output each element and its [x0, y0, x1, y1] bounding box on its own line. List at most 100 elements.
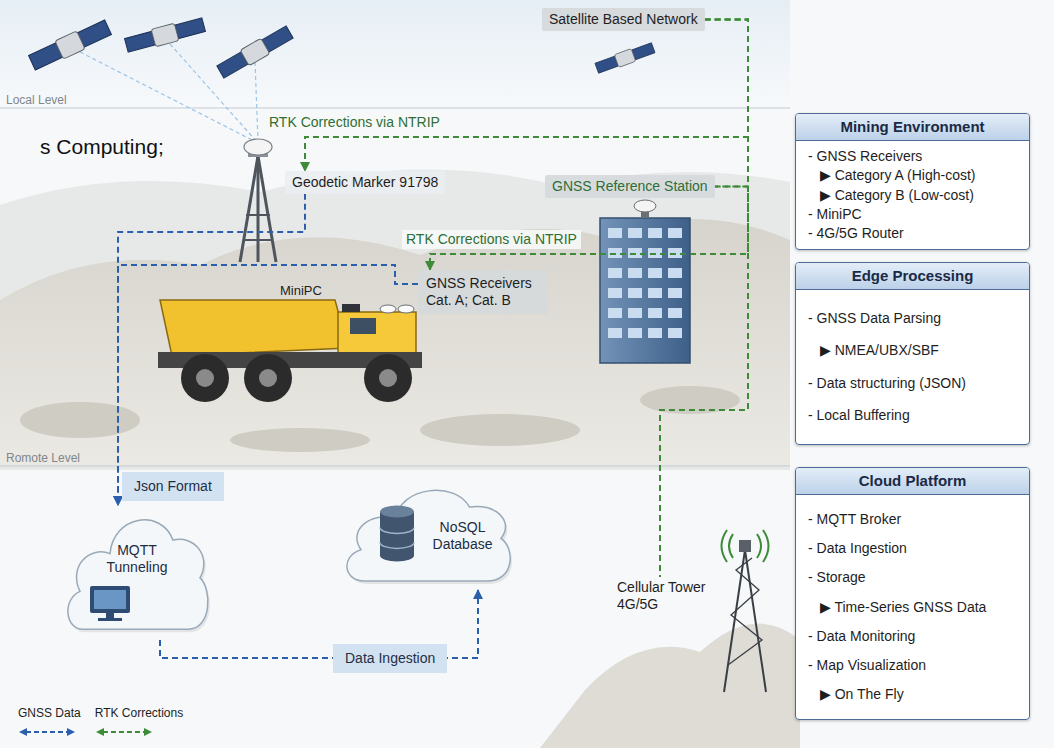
- building: [600, 218, 690, 363]
- db-bottom: [380, 550, 414, 562]
- tower-antenna: [739, 540, 751, 552]
- satellite-body: [55, 31, 85, 59]
- satellite: [124, 16, 206, 54]
- panel-heading: Mining Environment: [804, 118, 1021, 136]
- legend-line: [26, 731, 68, 733]
- signal-arc: [763, 530, 769, 562]
- truck-bed: [160, 300, 348, 356]
- window: [668, 288, 682, 298]
- gnss-data-link: [118, 265, 418, 505]
- monitor-stand: [106, 613, 114, 618]
- legend-arrowhead: [19, 728, 27, 736]
- node-text: - Data structuring (JSON): [808, 375, 1017, 392]
- rock: [20, 402, 140, 438]
- part-label: MiniPC: [280, 283, 322, 299]
- legend-line: [103, 731, 145, 733]
- window: [648, 308, 662, 318]
- window: [668, 328, 682, 338]
- network-box: Satellite Based Network: [542, 8, 705, 31]
- node-text: - MiniPC: [808, 206, 1017, 223]
- solar-panel: [632, 43, 655, 60]
- receiver-antenna: [380, 305, 396, 313]
- window: [668, 228, 682, 238]
- node-text: NoSQL Database: [425, 519, 500, 553]
- legend-arrowhead: [96, 728, 104, 736]
- panel-header: Cloud Platform: [796, 468, 1029, 495]
- node-text: ▶ Category B (Low-cost): [808, 187, 1017, 204]
- window: [628, 228, 642, 238]
- window: [648, 328, 662, 338]
- tower-leg: [724, 550, 745, 692]
- satellite: [28, 18, 113, 72]
- window: [608, 328, 622, 338]
- wheel-hub: [379, 369, 397, 387]
- window: [628, 288, 642, 298]
- haul-truck: [158, 300, 422, 402]
- window: [648, 268, 662, 278]
- tower-brace: [246, 214, 270, 216]
- cloud-node: MQTT Tunneling: [62, 505, 212, 640]
- node-text: ▶ On The Fly: [808, 686, 1017, 703]
- info-panel: Mining Environment - GNSS Receivers▶ Cate…: [795, 113, 1030, 250]
- node-text: - GNSS Data Parsing: [808, 310, 1017, 327]
- cloud-outline: [347, 490, 510, 581]
- antenna-dome: [244, 139, 272, 155]
- station-label-box: GNSS Reference Station: [545, 175, 715, 198]
- signal-lines: [80, 44, 258, 142]
- db-band: [380, 527, 414, 533]
- minipc-unit: [342, 304, 360, 312]
- window: [608, 288, 622, 298]
- window: [668, 308, 682, 318]
- solar-panel: [595, 56, 618, 73]
- window: [628, 308, 642, 318]
- rtk-correction-link: [305, 19, 748, 171]
- database-icon: [380, 506, 414, 562]
- node-text: - 4G/5G Router: [808, 225, 1017, 242]
- window: [648, 288, 662, 298]
- cloud-node: NoSQL Database: [340, 478, 515, 590]
- node-text: - Data Monitoring: [808, 628, 1017, 645]
- antenna-dome: [634, 200, 656, 212]
- node-text: Satellite Based Network: [549, 11, 698, 28]
- legend-text: RTK Corrections: [95, 706, 183, 720]
- wheel: [364, 354, 412, 402]
- cloud-outline: [68, 520, 208, 629]
- db-top: [380, 506, 414, 518]
- satellite-body: [614, 49, 636, 68]
- info-panel: Edge Processing - GNSS Data Parsing ▶ NMEA…: [795, 262, 1030, 445]
- panel-heading: Edge Processing: [804, 267, 1021, 285]
- receiver-antenna: [398, 305, 414, 313]
- node-text: GNSS Receivers Cat. A; Cat. B: [426, 275, 540, 309]
- panel-body: - GNSS Receivers▶ Category A (High-cost)…: [796, 141, 1029, 249]
- node-text: - MQTT Broker: [808, 511, 1017, 528]
- edge-label: RTK Corrections via NTRIP: [402, 230, 581, 249]
- cell-tower: [722, 530, 769, 692]
- sky: [0, 0, 790, 108]
- truck-cab: [338, 312, 416, 354]
- window: [648, 228, 662, 238]
- window: [668, 268, 682, 278]
- panel-header: Mining Environment: [796, 114, 1029, 141]
- panel-body: - GNSS Data Parsing ▶ NMEA/UBX/SBF - Data …: [796, 290, 1029, 444]
- wheel: [181, 354, 229, 402]
- wheel-hub: [196, 369, 214, 387]
- cloud-shape: [340, 478, 515, 590]
- signal-arc: [757, 534, 761, 558]
- solar-panel: [125, 31, 156, 52]
- legend-sample: [18, 726, 76, 738]
- node-text: - Data Ingestion: [808, 540, 1017, 557]
- reference-building: [600, 200, 690, 363]
- legend-arrowhead: [67, 728, 75, 736]
- gnss-data-link: [118, 194, 305, 505]
- edge-label: RTK Corrections via NTRIP: [265, 113, 444, 132]
- rock: [420, 414, 580, 446]
- node-text: - Storage: [808, 569, 1017, 586]
- tower-brace: [243, 239, 273, 241]
- satellite: [216, 24, 294, 80]
- legend-sample: [95, 726, 153, 738]
- db-band: [380, 542, 414, 548]
- node-text: ▶ NMEA/UBX/SBF: [808, 342, 1017, 359]
- windows: [608, 228, 682, 338]
